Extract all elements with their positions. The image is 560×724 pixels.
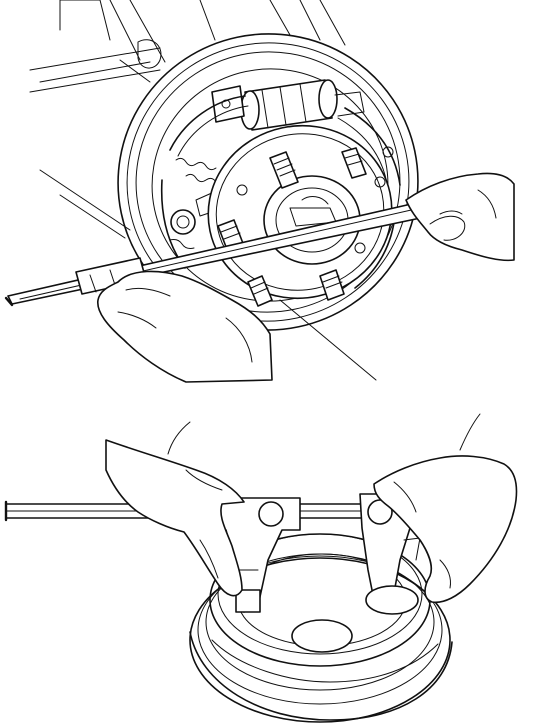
- panel-top-brake-shoes: [4, 0, 515, 383]
- caliper-jaw-right: [359, 493, 421, 615]
- stud-4: [247, 275, 273, 307]
- axle-housing: [29, 0, 346, 239]
- adjuster-springs: [169, 157, 219, 249]
- hand-right-top: [405, 172, 515, 262]
- panel-bottom-brake-drum: [4, 413, 518, 723]
- wheel-cylinder: [211, 79, 365, 131]
- stud-1: [269, 151, 299, 189]
- stud-5: [319, 269, 345, 301]
- stud-2: [341, 147, 367, 179]
- hand-left-bottom: [105, 421, 245, 597]
- hand-left-top: [97, 270, 273, 383]
- panel-edge-line: [279, 299, 377, 381]
- hand-right-bottom: [373, 413, 518, 604]
